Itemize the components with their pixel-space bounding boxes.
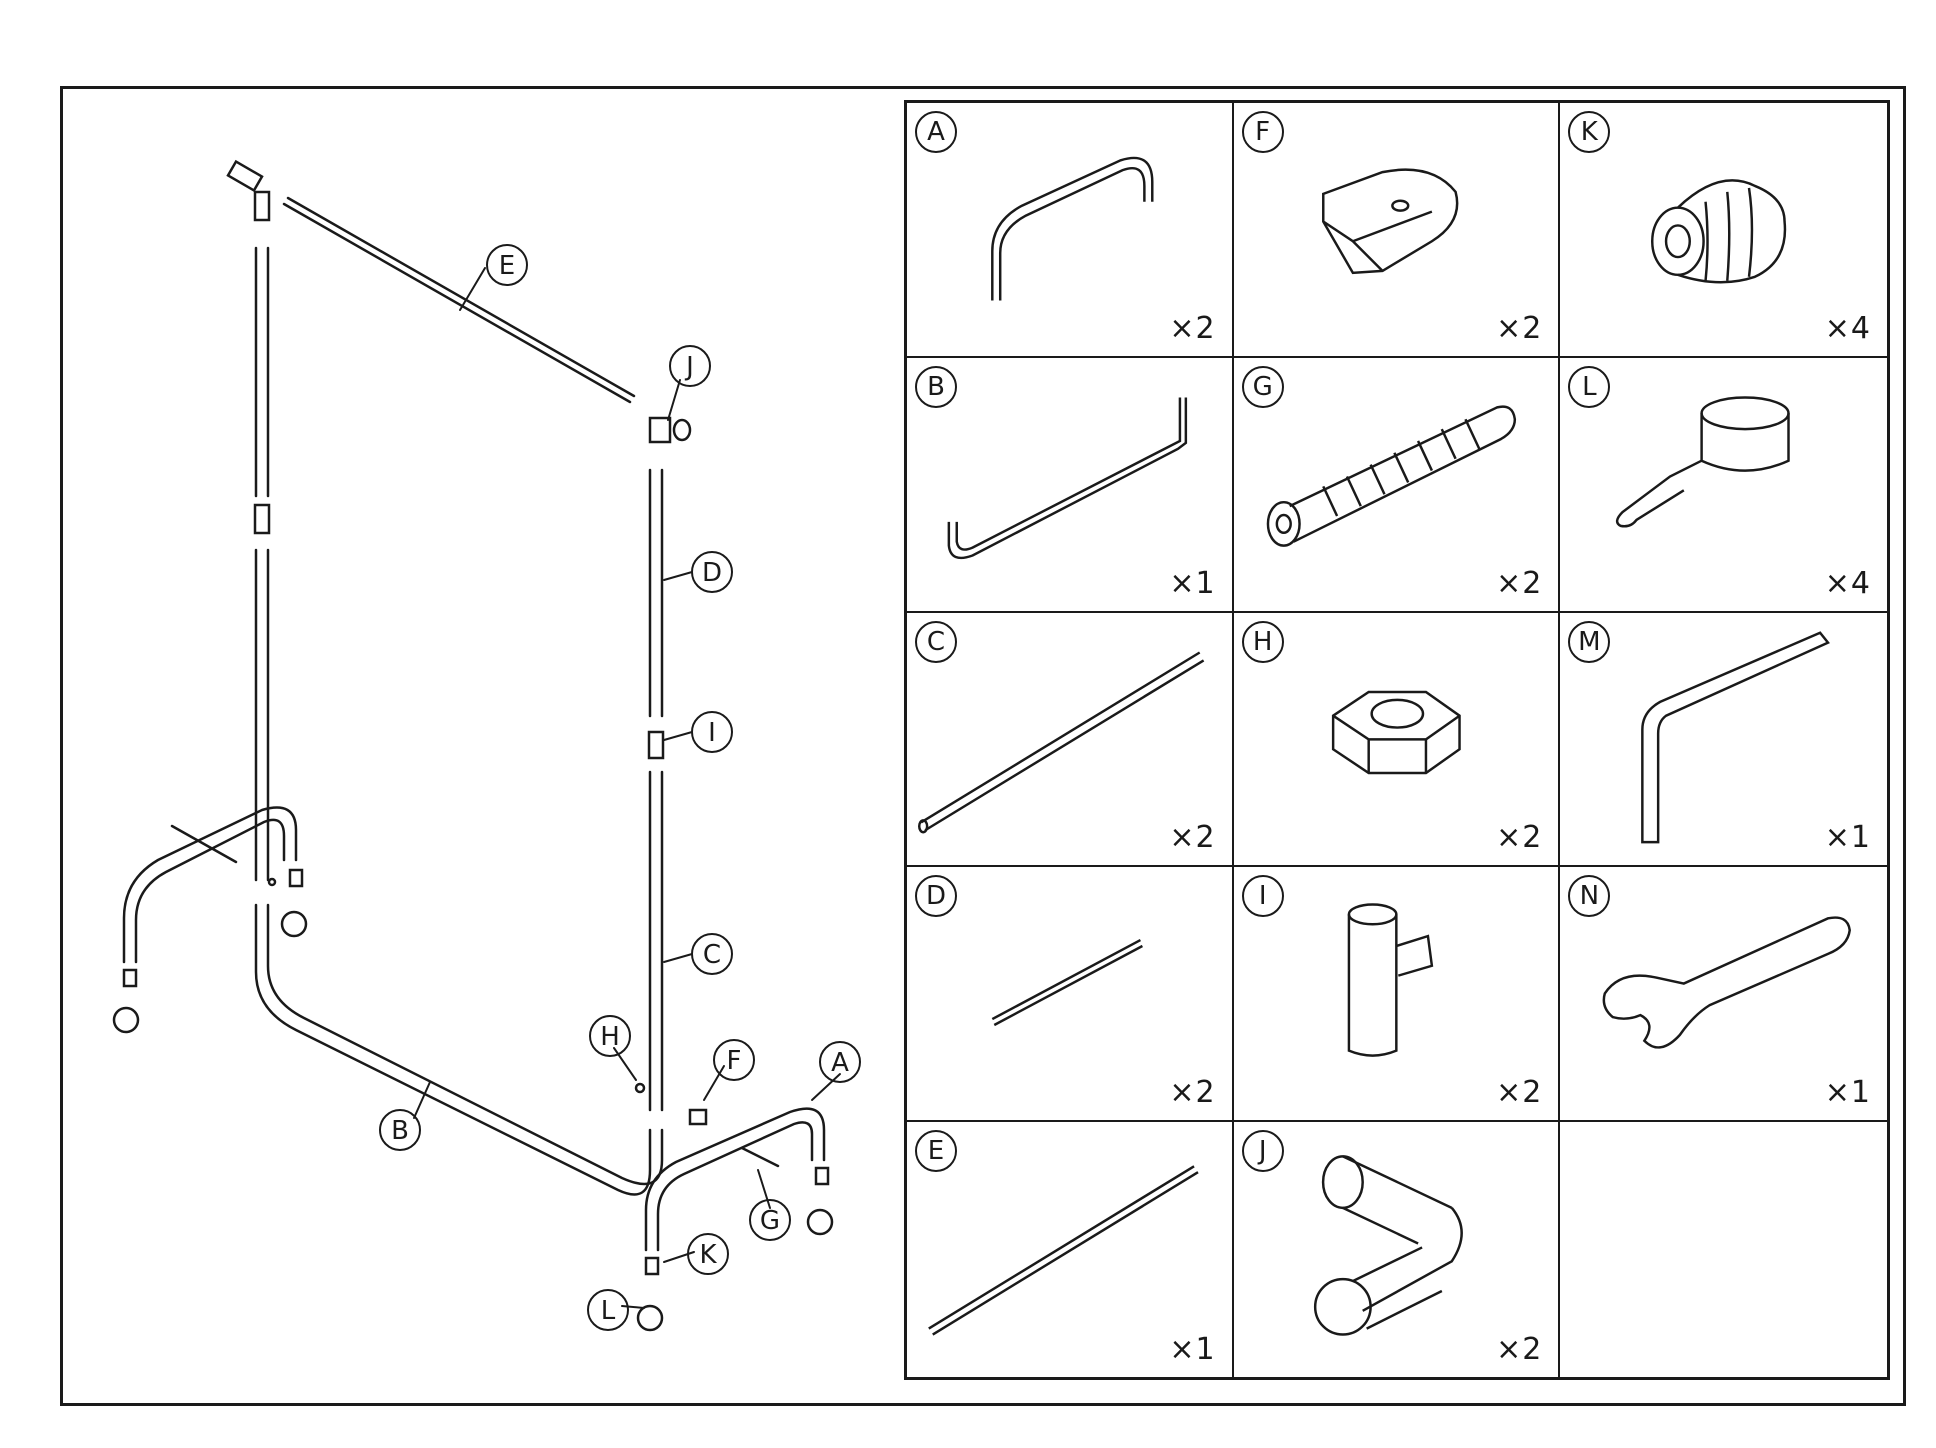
callout-g: G: [760, 1206, 780, 1236]
drawing-frame: [60, 86, 1906, 1406]
part-cell-h: H ×2: [1233, 612, 1561, 868]
callout-circles: [379, 244, 861, 1331]
long-bent-tube-icon: [947, 397, 1188, 559]
part-id: A: [915, 111, 957, 153]
part-cell-k: K ×4: [1560, 103, 1887, 358]
part-qty: ×4: [1824, 565, 1871, 601]
allen-key-icon: [1641, 630, 1831, 843]
part-id: F: [1241, 111, 1284, 153]
threaded-bolt-icon: [1266, 405, 1516, 547]
callout-c: C: [703, 940, 721, 970]
elbow-connector-icon: [1313, 1155, 1463, 1336]
part-id: I: [1241, 875, 1284, 918]
part-cell-j: J ×2: [1234, 1122, 1561, 1377]
part-qty: ×1: [1824, 820, 1871, 856]
callout-i: I: [708, 718, 716, 748]
left-foot-a: [122, 806, 298, 964]
part-id: L: [1568, 365, 1611, 408]
right-top-connector: [648, 416, 692, 444]
part-qty: ×4: [1824, 310, 1871, 346]
callout-j: J: [684, 352, 694, 382]
part-cell-a: A ×2: [907, 103, 1234, 358]
part-cell-l: L ×4: [1560, 358, 1887, 613]
part-id: M: [1568, 620, 1611, 663]
part-cell-g: G ×2: [1233, 357, 1561, 613]
part-qty: ×2: [1169, 820, 1216, 856]
hex-nut-icon: [1331, 690, 1461, 774]
callout-h: H: [600, 1022, 620, 1052]
part-cell-c: C ×2: [907, 612, 1234, 868]
u-bent-tube-icon: [991, 156, 1154, 301]
small-hardware: [170, 824, 780, 1168]
spring-bumper-icon: [1651, 179, 1787, 284]
part-qty: ×1: [1169, 565, 1216, 601]
slotted-bracket-icon: [1321, 168, 1458, 275]
part-qty: ×2: [1496, 310, 1543, 346]
cross-tube-e: [282, 196, 636, 404]
part-id: N: [1568, 875, 1611, 918]
part-qty: ×2: [1496, 820, 1543, 856]
tube-clamp-icon: [1347, 903, 1433, 1058]
left-top-connector: [226, 159, 271, 222]
casters: [112, 868, 834, 1332]
callout-b: B: [391, 1116, 409, 1146]
part-qty: ×1: [1169, 1332, 1216, 1367]
part-id: B: [915, 365, 957, 408]
leader-lines: [413, 267, 841, 1309]
caster-clamp-icon: [1616, 396, 1791, 528]
callout-e: E: [499, 251, 515, 281]
part-cell-b: B ×1: [907, 357, 1234, 613]
right-foot-a: [644, 1107, 826, 1252]
callout-d: D: [702, 558, 722, 588]
part-cell-empty: [1560, 1122, 1887, 1377]
left-upright: [253, 246, 271, 882]
part-cell-m: M ×1: [1560, 613, 1887, 868]
part-qty: ×2: [1496, 565, 1543, 601]
part-id: C: [915, 620, 957, 663]
callout-a: A: [831, 1048, 849, 1078]
part-qty: ×2: [1169, 310, 1216, 346]
part-id: J: [1241, 1130, 1284, 1173]
part-cell-f: F ×2: [1233, 103, 1561, 358]
right-upright: [647, 468, 665, 1112]
part-cell-d: D ×2: [907, 867, 1234, 1123]
cross-tube-icon: [928, 1165, 1199, 1336]
part-cell-i: I ×2: [1233, 867, 1561, 1123]
part-id: K: [1568, 111, 1611, 153]
part-id: D: [915, 875, 957, 918]
part-id: H: [1241, 620, 1284, 663]
part-id: E: [915, 1130, 957, 1173]
part-cell-n: N ×1: [1560, 867, 1887, 1123]
part-cell-e: E ×1: [907, 1122, 1234, 1377]
part-qty: ×1: [1824, 1075, 1871, 1111]
part-id: G: [1241, 365, 1284, 408]
part-qty: ×2: [1169, 1075, 1216, 1111]
callout-k: K: [699, 1240, 717, 1270]
short-tube-icon: [991, 939, 1143, 1027]
open-wrench-icon: [1602, 916, 1852, 1049]
part-qty: ×2: [1496, 1332, 1543, 1367]
long-tube-icon: [917, 651, 1205, 834]
part-qty: ×2: [1496, 1075, 1543, 1111]
callout-f: F: [727, 1046, 742, 1076]
parts-list: A ×2 F ×2 K ×4 B ×1: [904, 100, 1890, 1380]
callout-l: L: [601, 1296, 616, 1326]
